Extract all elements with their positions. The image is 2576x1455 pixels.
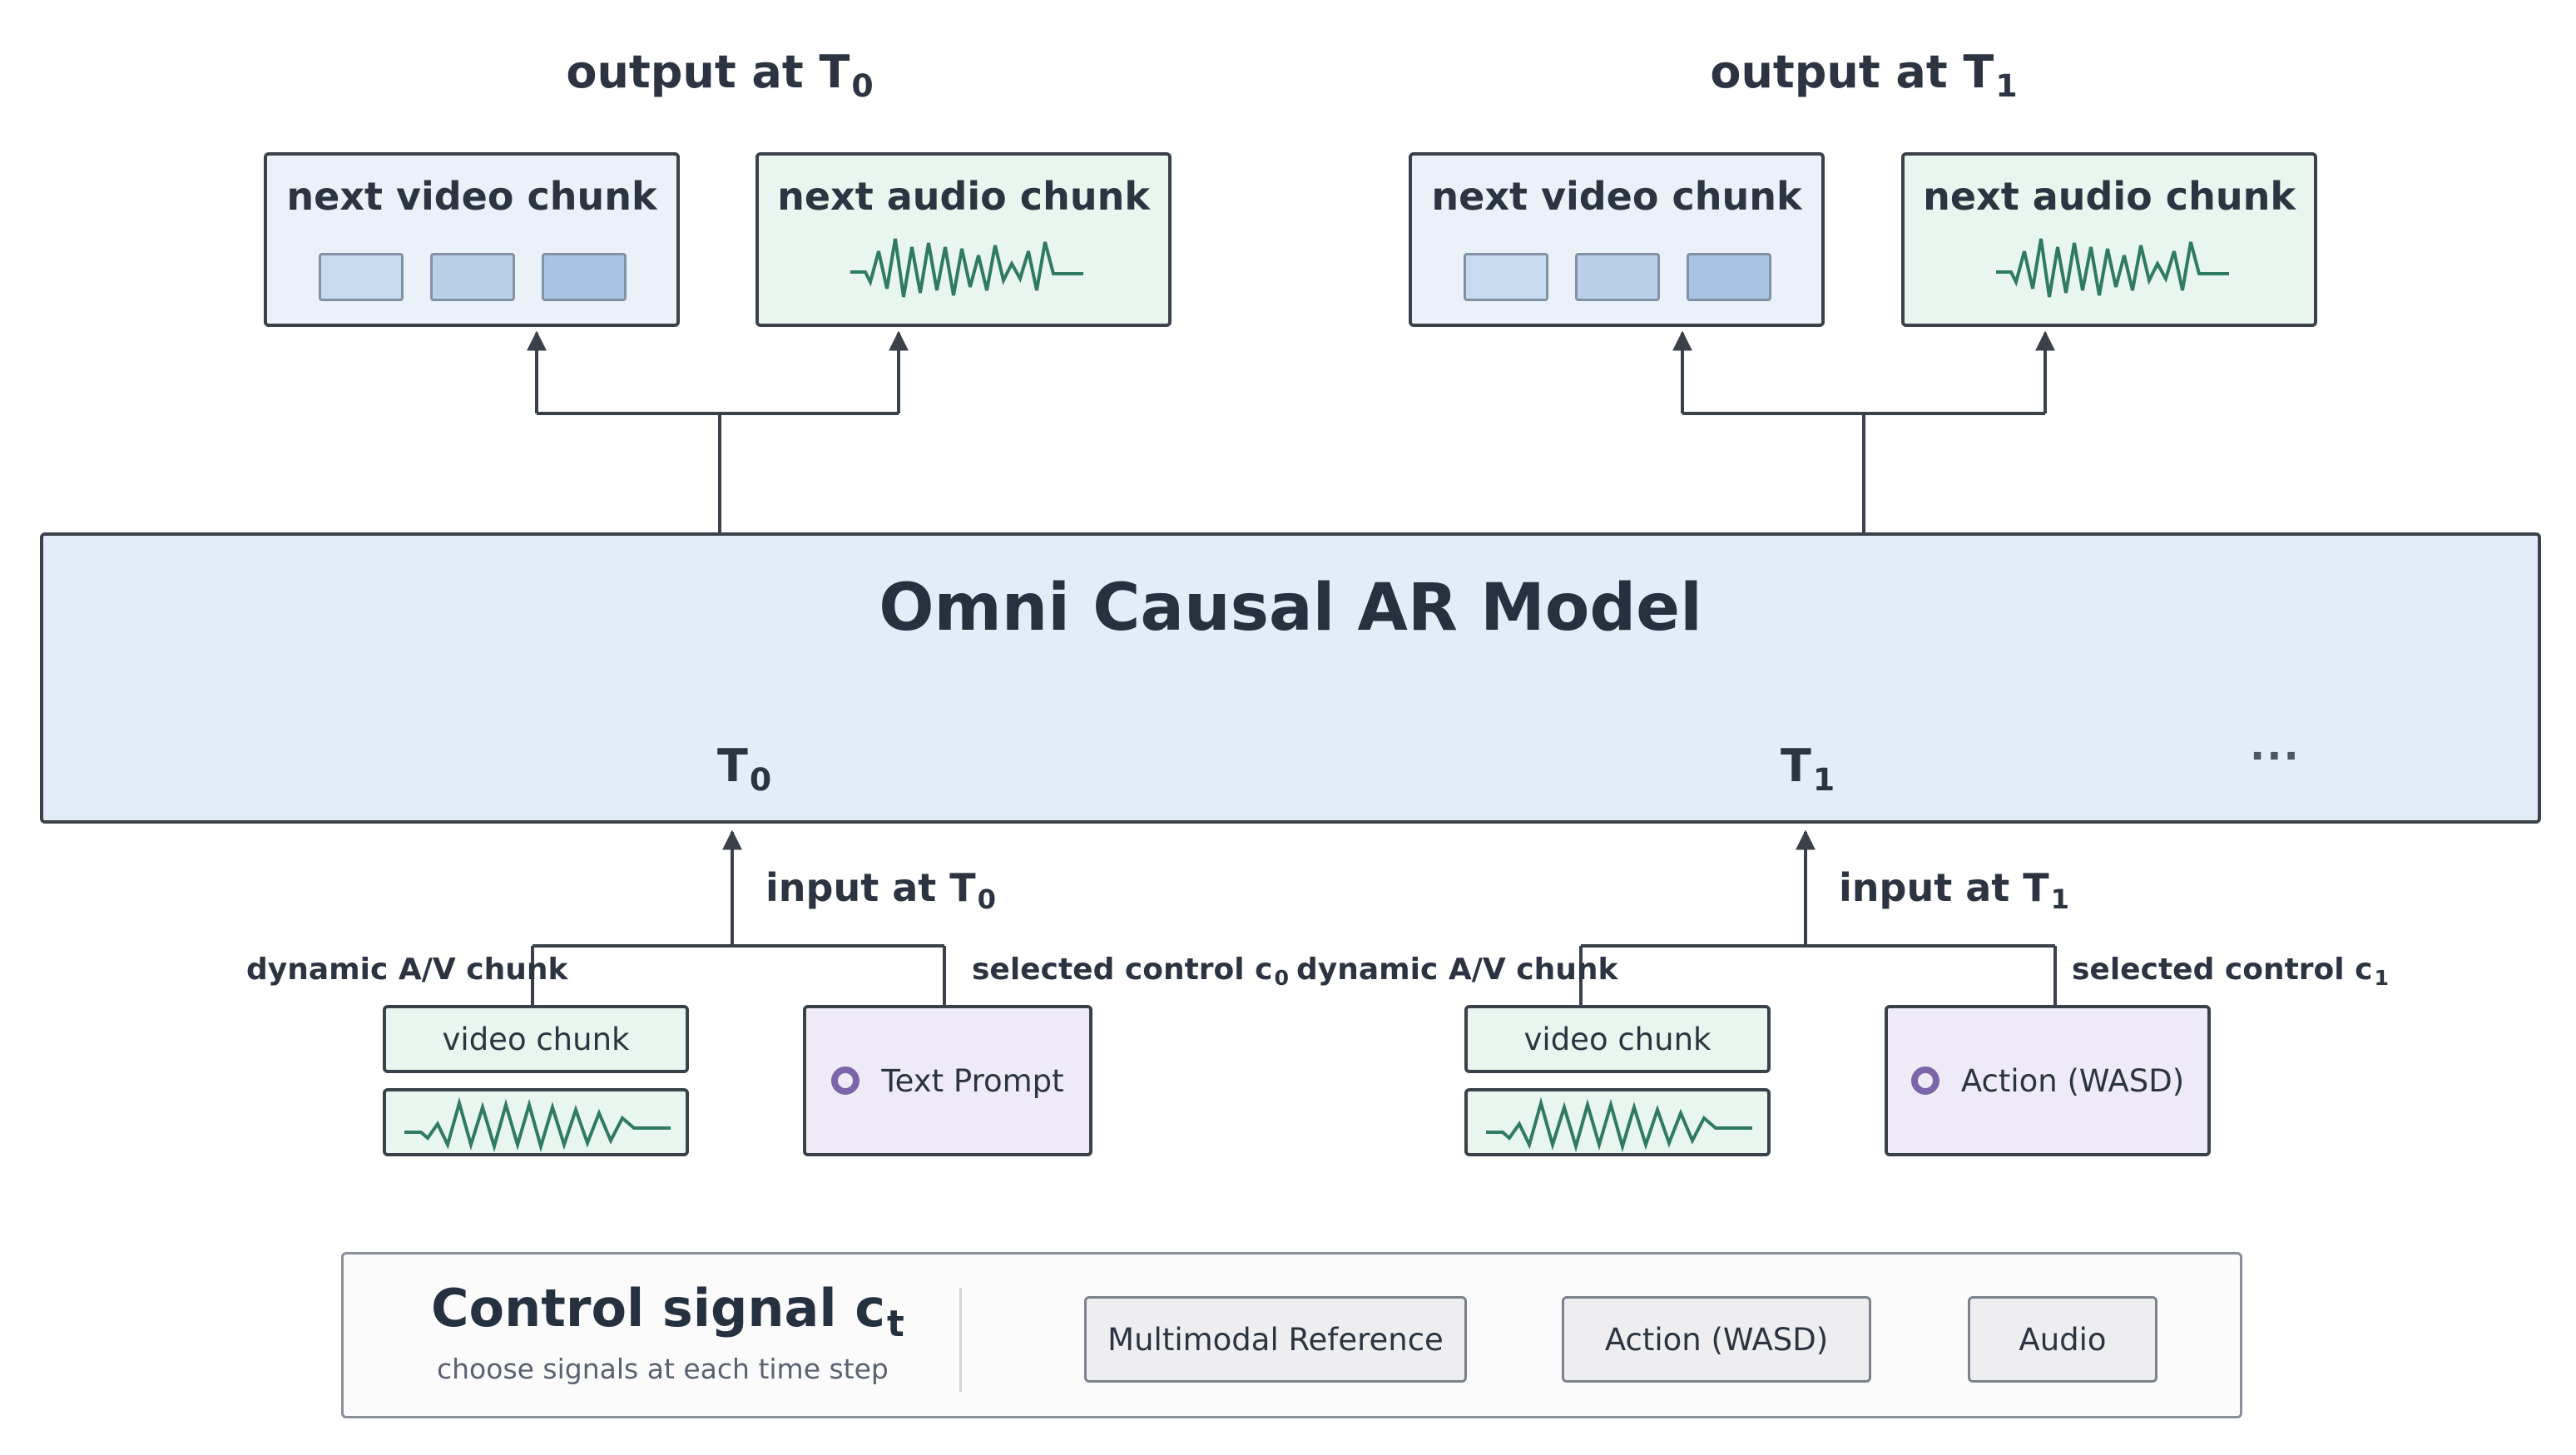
- output-heading-t1: output at T1: [1710, 46, 2018, 104]
- radio-icon: [1910, 1067, 1939, 1095]
- next-audio-chunk-box-t0: next audio chunk: [755, 152, 1172, 327]
- control-signal-panel: Control signal ct choose signals at each…: [341, 1252, 2242, 1418]
- waveform-icon: [850, 238, 1083, 298]
- next-video-chunk-label: next video chunk: [286, 174, 657, 219]
- panel-divider: [959, 1288, 962, 1392]
- timestep-label-t1: T1: [1781, 740, 1835, 798]
- video-frame-icon: [1464, 253, 1548, 301]
- option-action-wasd[interactable]: Action (WASD): [1562, 1296, 1871, 1383]
- video-frame-icon: [319, 253, 404, 301]
- radio-icon: [831, 1067, 860, 1095]
- waveform-icon: [1996, 238, 2229, 298]
- next-audio-chunk-label: next audio chunk: [777, 174, 1150, 219]
- option-label: Audio: [2019, 1321, 2107, 1358]
- next-video-chunk-label: next video chunk: [1431, 174, 1802, 219]
- video-chunk-label: video chunk: [442, 1021, 630, 1057]
- control-signal-subtitle: choose signals at each time step: [437, 1353, 889, 1385]
- video-frame-icon: [430, 253, 515, 301]
- model-title: Omni Causal AR Model: [879, 571, 1702, 646]
- next-video-chunk-box-t1: next video chunk: [1409, 152, 1825, 327]
- selected-control-box-t0[interactable]: Text Prompt: [803, 1005, 1092, 1156]
- selected-control-box-t1[interactable]: Action (WASD): [1885, 1005, 2211, 1156]
- av-chunk-label-t0: dynamic A/V chunk: [246, 953, 568, 987]
- input-heading-t0: input at T0: [765, 865, 997, 916]
- control-value: Text Prompt: [881, 1062, 1064, 1099]
- output-heading-t0: output at T0: [566, 46, 874, 104]
- video-chunk-box-t0: video chunk: [383, 1005, 689, 1073]
- waveform-icon: [404, 1096, 671, 1153]
- omni-causal-ar-model: Omni Causal AR Model T0 T1 ...: [40, 532, 2541, 824]
- audio-chunk-box-t1: [1464, 1088, 1771, 1156]
- option-multimodal-reference[interactable]: Multimodal Reference: [1084, 1296, 1467, 1383]
- next-audio-chunk-box-t1: next audio chunk: [1901, 152, 2317, 327]
- video-chunk-box-t1: video chunk: [1464, 1005, 1771, 1073]
- video-frame-icon: [542, 253, 627, 301]
- timestep-label-t0: T0: [717, 740, 772, 798]
- control-signal-title: Control signal ct: [431, 1278, 904, 1346]
- option-label: Multimodal Reference: [1107, 1321, 1444, 1358]
- audio-chunk-box-t0: [383, 1088, 689, 1156]
- selected-control-label-t0: selected control c0: [972, 953, 1290, 991]
- ellipsis: ...: [2250, 723, 2301, 770]
- video-frame-icon: [1687, 253, 1771, 301]
- option-label: Action (WASD): [1604, 1321, 1829, 1358]
- control-value: Action (WASD): [1960, 1062, 2185, 1099]
- next-video-chunk-box-t0: next video chunk: [264, 152, 680, 327]
- selected-control-label-t1: selected control c1: [2072, 953, 2390, 991]
- av-chunk-label-t1: dynamic A/V chunk: [1296, 953, 1618, 987]
- video-frame-icon: [1575, 253, 1660, 301]
- video-chunk-label: video chunk: [1523, 1021, 1712, 1057]
- input-heading-t1: input at T1: [1839, 865, 2070, 916]
- next-audio-chunk-label: next audio chunk: [1923, 174, 2296, 219]
- option-audio[interactable]: Audio: [1968, 1296, 2157, 1383]
- waveform-icon: [1486, 1096, 1752, 1153]
